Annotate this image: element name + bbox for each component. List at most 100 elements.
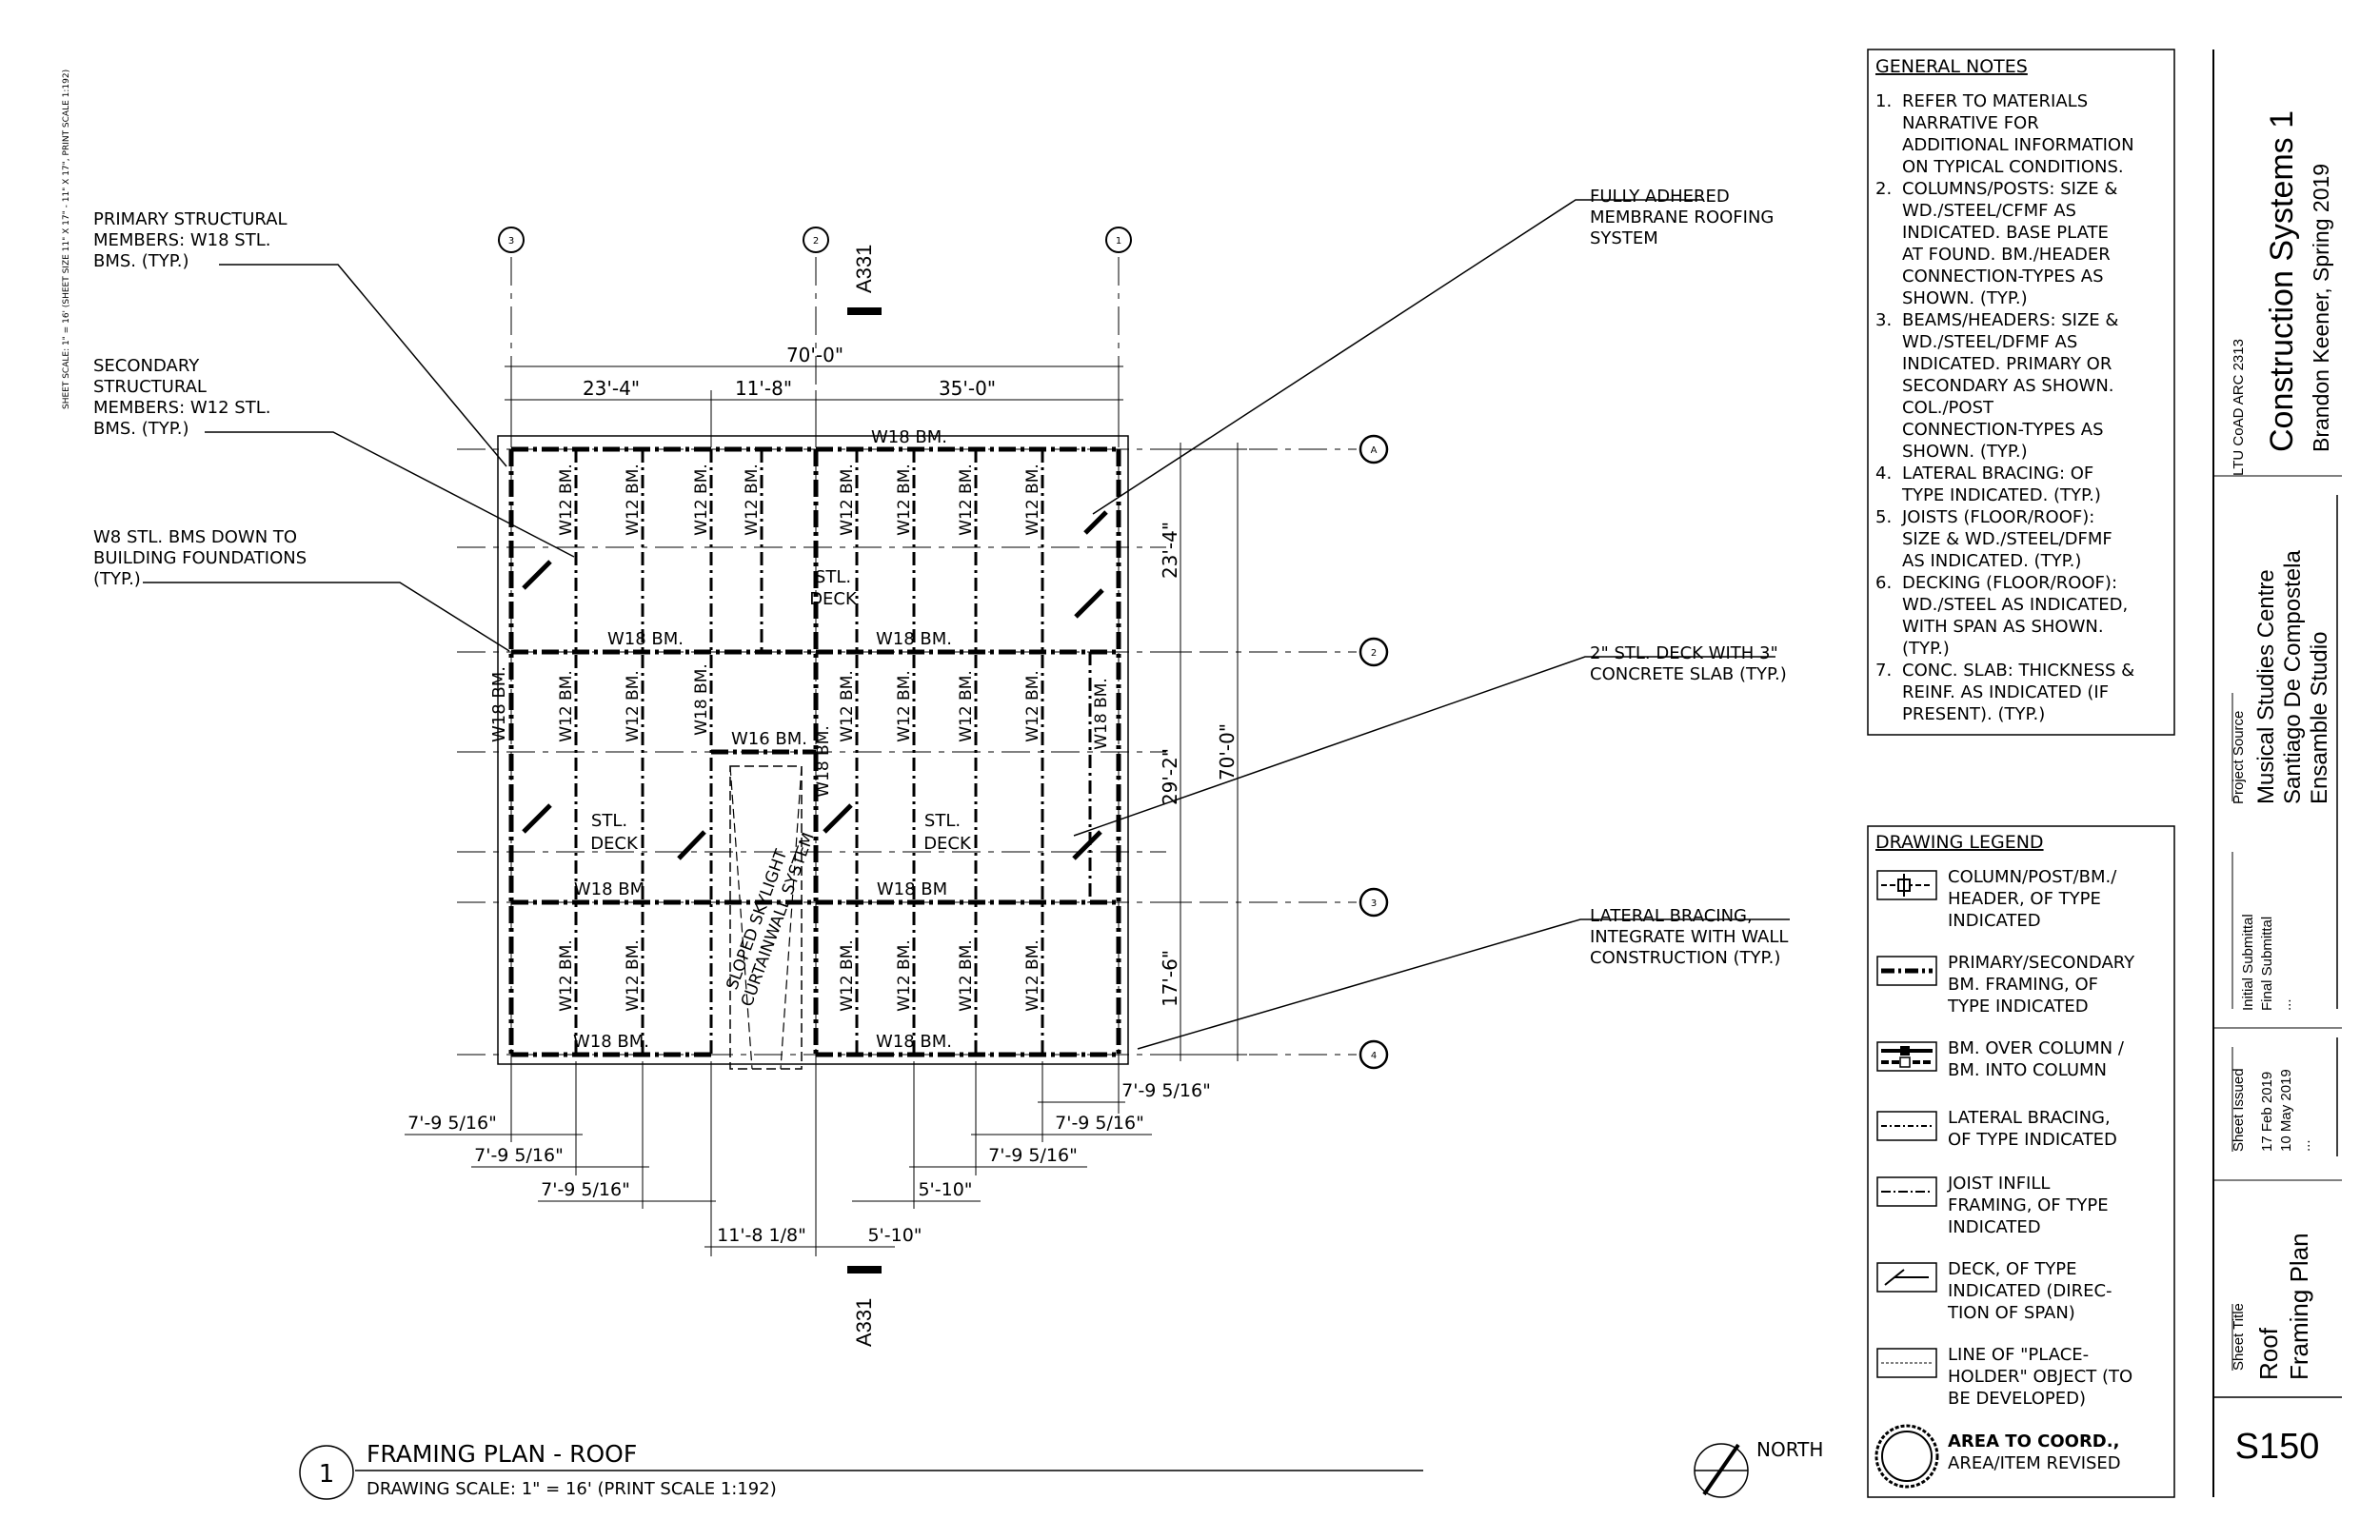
beam-label: W12 BM. [895, 939, 914, 1012]
callout-w8: W8 STL. BMS DOWN TO BUILDING FOUNDATIONS… [93, 527, 510, 652]
deck-label: DECK [809, 589, 858, 609]
sheet-number: S150 [2235, 1427, 2320, 1467]
legend-title: DRAWING LEGEND [1875, 832, 2044, 853]
note-number: 3. [1875, 310, 1892, 330]
title-block: LTU CoAD ARC 2313 Construction Systems 1… [2212, 49, 2342, 1497]
issued-date-placeholder: ... [2297, 1139, 2313, 1152]
beam-label: W12 BM. [1023, 670, 1042, 742]
note-number: 1. [1875, 91, 1892, 111]
legend-item-line: LATERAL BRACING, [1948, 1108, 2111, 1128]
legend-column-symbol [1876, 870, 1937, 900]
drawing-title: 1 FRAMING PLAN - ROOF DRAWING SCALE: 1" … [299, 1440, 1423, 1500]
legend-item-line: BM. OVER COLUMN / [1948, 1038, 2125, 1058]
beam-label: W12 BM. [957, 670, 976, 742]
callout-secondary-line-3: MEMBERS: W12 STL. [93, 398, 270, 418]
legend-item-line: BM. INTO COLUMN [1948, 1060, 2107, 1080]
leader-line [219, 264, 507, 467]
legend-item-line: JOIST INFILL [1947, 1174, 2050, 1194]
note-line: JOISTS (FLOOR/ROOF): [1901, 507, 2094, 527]
legend-item-line: BM. FRAMING, OF [1948, 975, 2098, 995]
legend-deck-symbol [1876, 1262, 1937, 1293]
project-name: Musical Studies Centre [2253, 569, 2279, 804]
note-line: CONC. SLAB: THICKNESS & [1902, 661, 2134, 681]
beam-label: W18 BM [574, 879, 645, 899]
dimension-total-width: 70'-0" [786, 344, 843, 366]
north-arrow: NORTH [1694, 1438, 1823, 1498]
beam-label: W12 BM. [557, 464, 576, 536]
north-label: NORTH [1756, 1438, 1823, 1461]
callout-primary-line-1: PRIMARY STRUCTURAL [93, 209, 288, 229]
deck-label: STL. [924, 811, 961, 831]
dimension-label: 7'-9 5/16" [1055, 1113, 1144, 1134]
legend-beam-symbol [1876, 956, 1937, 986]
dimension-label: 5'-10" [918, 1179, 972, 1200]
svg-text:4: 4 [1371, 1051, 1377, 1061]
beam-label: W12 BM. [1023, 939, 1042, 1012]
drawing-scale-text: DRAWING SCALE: 1" = 16' (PRINT SCALE 1:1… [367, 1479, 777, 1499]
beam-label: W18 BM. [814, 725, 833, 798]
note-line: TYPE INDICATED. (TYP.) [1901, 485, 2101, 505]
note-line: SHOWN. (TYP.) [1902, 288, 2028, 308]
callout-deck: 2" STL. DECK WITH 3" CONCRETE SLAB (TYP.… [1073, 643, 1787, 837]
callout-deck-line-1: 2" STL. DECK WITH 3" [1590, 643, 1778, 663]
beam-label: W12 BM. [1023, 464, 1042, 536]
legend-beam-over-column-symbol [1876, 1041, 1937, 1072]
legend-item-line: INDICATED [1948, 1217, 2041, 1237]
dimension-label: 11'-8" [735, 377, 792, 400]
callout-w8-line-1: W8 STL. BMS DOWN TO [93, 527, 297, 547]
beam-label: W12 BM. [895, 670, 914, 742]
dimension-bottom: 7'-9 5/16" 7'-9 5/16" 7'-9 5/16" 7'-9 5/… [405, 1061, 1211, 1256]
drawing-legend: DRAWING LEGEND [1867, 825, 2175, 1498]
beam-label: W12 BM. [624, 464, 643, 536]
sheet-issued-label: Sheet Issued [2231, 1068, 2247, 1152]
note-line: WD./STEEL/DFMF AS [1902, 332, 2077, 352]
sheet-title-label: Sheet Title [2231, 1303, 2247, 1371]
callout-bracing-line-2: INTEGRATE WITH WALL [1590, 927, 1788, 947]
note-line: BEAMS/HEADERS: SIZE & [1902, 310, 2118, 330]
note-line: SIZE & WD./STEEL/DFMF [1902, 529, 2112, 549]
dimension-label: 23'-4" [583, 377, 640, 400]
grid-bubble-col-2: 2 [803, 227, 829, 253]
legend-item-line: LINE OF "PLACE- [1948, 1345, 2089, 1365]
sheet-set-title: Construction Systems 1 [2264, 110, 2300, 452]
dimension-label: 11'-8 1/8" [717, 1225, 806, 1246]
drawing-number: 1 [319, 1460, 335, 1489]
dimension-label: 5'-10" [867, 1225, 922, 1246]
callout-primary-line-2: MEMBERS: W18 STL. [93, 230, 270, 250]
svg-text:A331: A331 [852, 1298, 876, 1347]
legend-item-line: AREA/ITEM REVISED [1948, 1453, 2121, 1473]
legend-item-line: DECK, OF TYPE [1948, 1259, 2077, 1279]
general-notes-title: GENERAL NOTES [1875, 56, 2028, 77]
leader-line [1137, 918, 1790, 1050]
dimension-label: 7'-9 5/16" [541, 1179, 630, 1200]
dimension-label: 17'-6" [1159, 950, 1181, 1007]
author: Brandon Keener, Spring 2019 [2309, 164, 2333, 452]
note-line: INDICATED. BASE PLATE [1902, 223, 2109, 243]
note-number: 4. [1875, 464, 1892, 484]
legend-placeholder-symbol [1876, 1348, 1937, 1378]
sheet-title-line-1: Roof [2254, 1327, 2283, 1380]
skylight-opening [729, 765, 803, 1070]
framing: W18 BM. W18 BM. W18 BM. W18 BM W18 BM W1… [489, 427, 1129, 1070]
dimension-label: 29'-2" [1159, 748, 1181, 805]
beam-label: W18 BM. [876, 1032, 952, 1052]
callout-membrane: FULLY ADHERED MEMBRANE ROOFING SYSTEM [1092, 187, 1774, 515]
grid-bubble-row-3: 3 [1359, 887, 1389, 918]
legend-joist-symbol [1876, 1176, 1937, 1207]
callout-w8-line-2: BUILDING FOUNDATIONS [93, 548, 307, 568]
beam-label: W12 BM. [957, 939, 976, 1012]
note-line: ADDITIONAL INFORMATION [1902, 135, 2134, 155]
legend-item-line: HOLDER" OBJECT (TO [1948, 1367, 2132, 1387]
beam-label: W18 BM [877, 879, 947, 899]
beam-label: W18 BM. [607, 629, 684, 649]
beam-label: W12 BM. [838, 464, 857, 536]
beam-label: W12 BM. [624, 939, 643, 1012]
note-line: CONNECTION-TYPES AS [1902, 420, 2104, 440]
sheet-title-line-2: Framing Plan [2285, 1233, 2313, 1380]
submittal-initial: Initial Submittal [2240, 914, 2256, 1011]
legend-item-line: OF TYPE INDICATED [1948, 1130, 2117, 1150]
beam-label: W12 BM. [838, 939, 857, 1012]
beam-labels: W18 BM. W18 BM. W18 BM. W18 BM W18 BM W1… [489, 427, 1111, 1052]
svg-text:A: A [1371, 445, 1378, 456]
